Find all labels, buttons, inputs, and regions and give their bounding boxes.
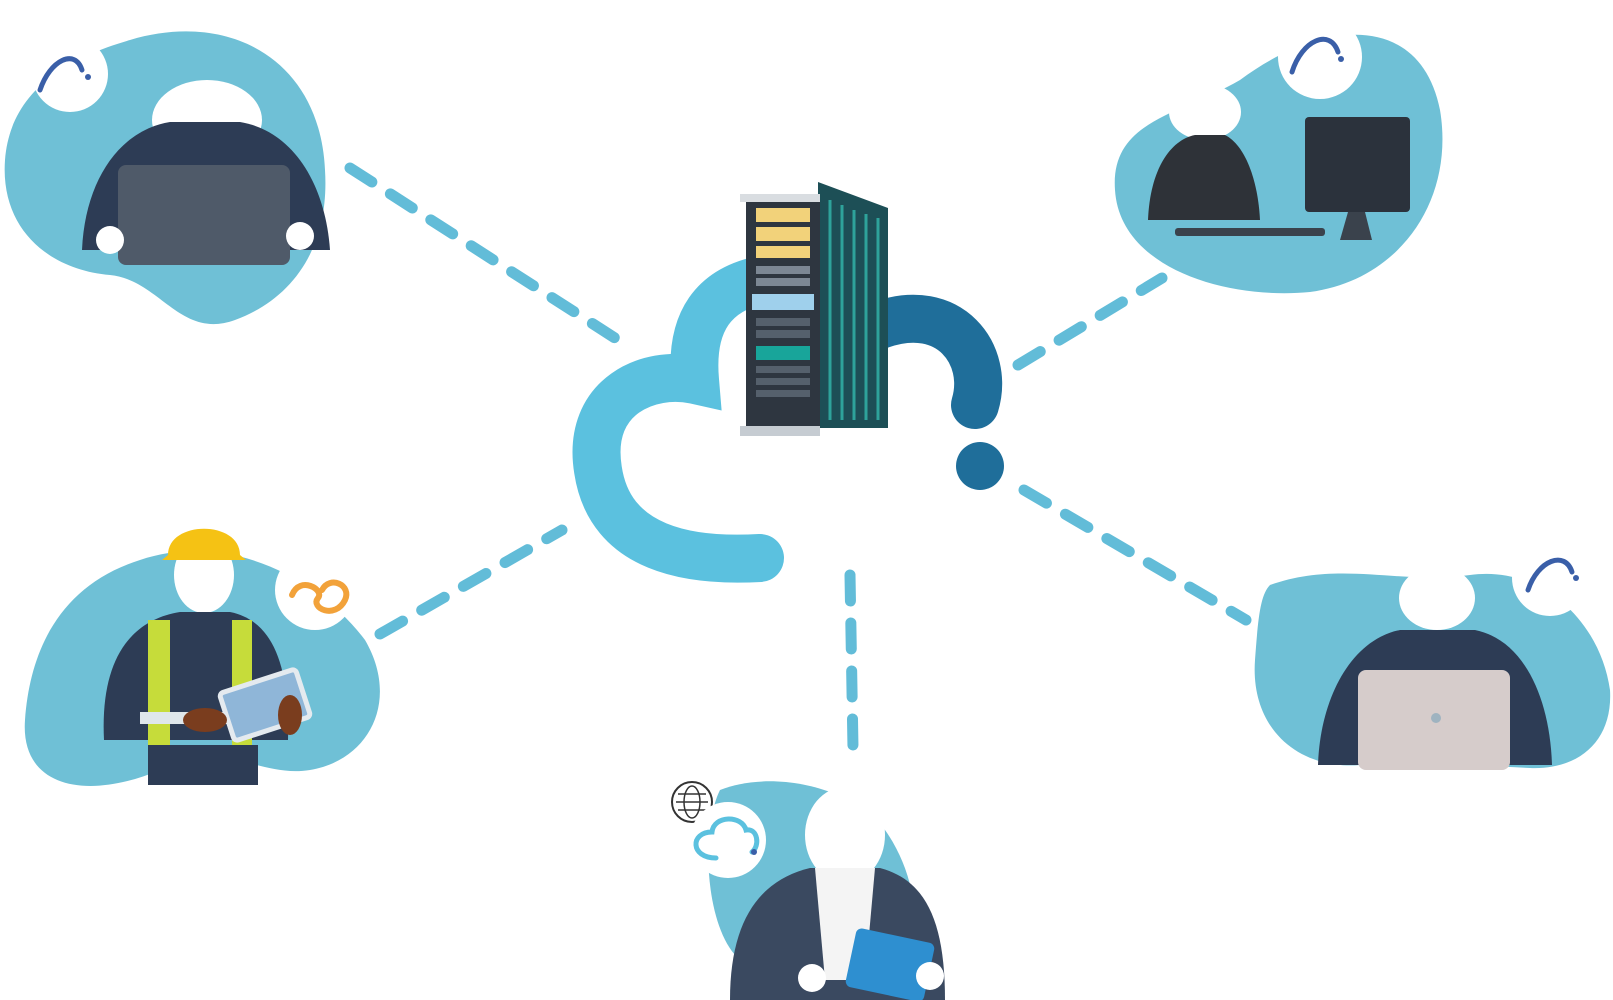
safety-vest bbox=[148, 620, 170, 745]
keyboard bbox=[1175, 228, 1325, 236]
wifi-icon bbox=[1289, 36, 1341, 75]
badge-circle bbox=[32, 36, 108, 112]
connection-lines bbox=[344, 162, 1252, 754]
connection-line-left bbox=[374, 524, 568, 640]
glove bbox=[183, 708, 227, 732]
cloud-icon bbox=[693, 816, 760, 861]
connection-line-top-left bbox=[344, 162, 624, 346]
person-torso bbox=[1148, 135, 1260, 220]
badge-circle bbox=[1512, 540, 1588, 616]
wifi-icon bbox=[1525, 557, 1575, 593]
tablet-icon bbox=[845, 928, 935, 1000]
person-head bbox=[1169, 84, 1241, 140]
connection-line-bottom bbox=[844, 569, 859, 754]
user-tablet-bottom bbox=[671, 781, 945, 1000]
user-laptop-right bbox=[1254, 540, 1611, 770]
cloud-hub bbox=[572, 182, 1004, 583]
user-laptop-top-left bbox=[4, 31, 330, 325]
helmet-icon bbox=[162, 528, 246, 560]
cloud-icon bbox=[572, 256, 784, 583]
cloud-hub-dot bbox=[956, 442, 1004, 490]
server-rack-icon bbox=[740, 182, 888, 436]
user-desktop-top-right bbox=[1114, 15, 1443, 294]
wifi-icon bbox=[37, 56, 85, 93]
laptop-icon bbox=[118, 165, 290, 265]
person-head bbox=[1399, 566, 1475, 630]
connection-line-top-right bbox=[1012, 272, 1168, 371]
monitor-icon bbox=[1305, 117, 1410, 212]
cloud-hub-arc bbox=[856, 294, 1003, 429]
connection-line-right bbox=[1018, 484, 1252, 626]
badge-circle bbox=[1278, 15, 1362, 99]
infinity-link-icon bbox=[289, 579, 350, 614]
user-worker-tablet-left bbox=[24, 528, 380, 786]
person-head bbox=[805, 787, 885, 883]
